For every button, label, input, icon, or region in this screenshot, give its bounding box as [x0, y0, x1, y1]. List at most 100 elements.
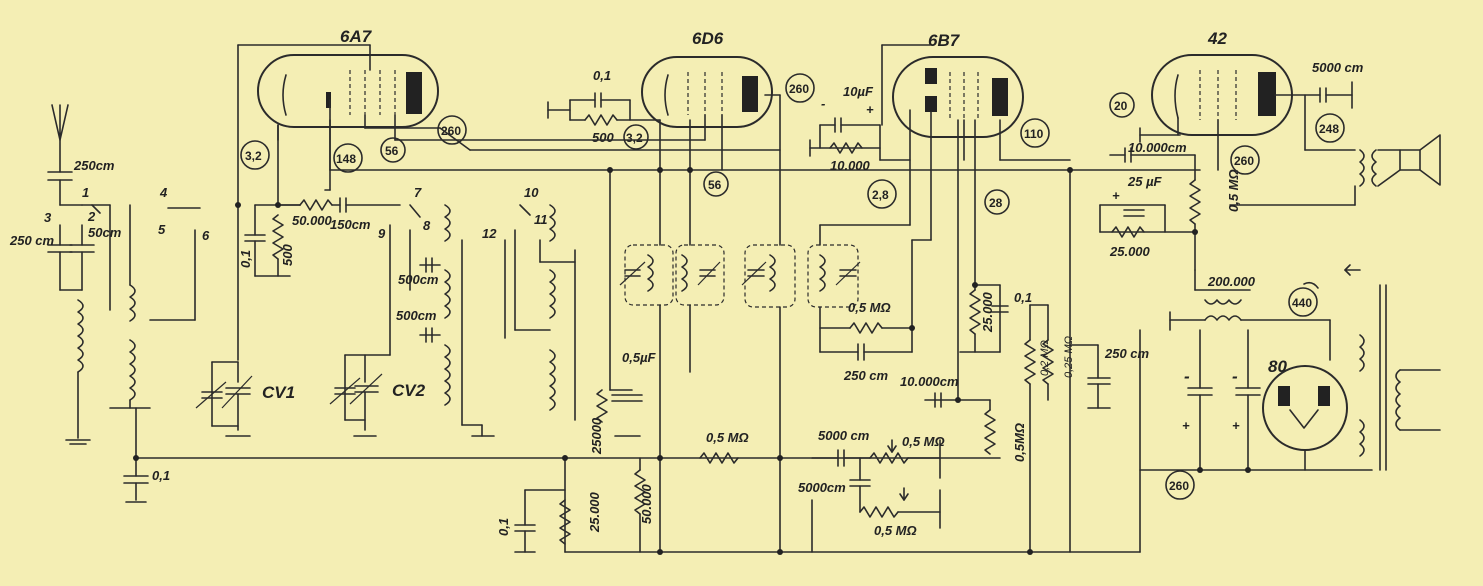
- svg-text:5000cm: 5000cm: [798, 480, 846, 495]
- tube-label-6d6: 6D6: [692, 29, 724, 48]
- svg-text:CV2: CV2: [392, 381, 426, 400]
- avc-resistor: 0,5 MΩ: [699, 430, 749, 464]
- cap-label-250cm-b: 250 cm: [9, 233, 55, 248]
- ground-bus: [135, 329, 1373, 553]
- tube-label-80: 80: [1268, 357, 1287, 376]
- tube-label-6b7: 6B7: [928, 31, 961, 50]
- wire-number-markers: 3,2 148 56 260 3,2 260 56 2,8 28 110 20 …: [240, 73, 1345, 500]
- svg-text:248: 248: [1319, 122, 1339, 136]
- svg-text:250 cm: 250 cm: [843, 368, 889, 383]
- wire-number: 2,8: [867, 179, 897, 209]
- power-supply: - - + +: [1182, 264, 1441, 471]
- 6b7-cathode-network: 10µF - + 10.000: [809, 44, 931, 173]
- tube-80: 80: [1262, 357, 1348, 451]
- svg-text:0,5 MΩ: 0,5 MΩ: [902, 434, 945, 449]
- volume-tone-controls: 5000 cm 5000cm 0,5 MΩ 0,5 MΩ: [798, 428, 945, 553]
- svg-text:10.000cm: 10.000cm: [900, 374, 959, 389]
- 6d6-grid-network: 0,1 500: [547, 68, 661, 145]
- cap-label-250cm: 250cm: [73, 158, 115, 173]
- rf-coils: [504, 204, 576, 421]
- svg-text:0,1: 0,1: [593, 68, 611, 83]
- svg-text:260: 260: [1234, 154, 1254, 168]
- svg-text:3: 3: [44, 210, 52, 225]
- svg-text:250 cm: 250 cm: [1104, 346, 1150, 361]
- wire-number: 56: [703, 171, 729, 197]
- svg-text:500: 500: [280, 244, 295, 266]
- svg-text:25.000: 25.000: [980, 291, 995, 333]
- svg-text:0,2 MΩ: 0,2 MΩ: [1039, 340, 1051, 376]
- osc-grid-network: 50.000 150cm 500 0,1: [237, 44, 401, 361]
- svg-text:25000: 25000: [589, 417, 604, 455]
- svg-text:0,5 MΩ: 0,5 MΩ: [1226, 169, 1241, 212]
- variable-cap-cv2: CV2: [329, 354, 426, 437]
- 6b7-plate-network: 25.000 0,1 10.000cm 0,5MΩ: [900, 119, 1071, 462]
- svg-text:9: 9: [378, 226, 386, 241]
- svg-text:0,5 MΩ: 0,5 MΩ: [848, 300, 891, 315]
- svg-text:10.000cm: 10.000cm: [1128, 140, 1187, 155]
- svg-text:0,5MΩ: 0,5MΩ: [1012, 423, 1027, 462]
- svg-text:0,5µF: 0,5µF: [622, 350, 657, 365]
- svg-text:-: -: [1232, 367, 1238, 386]
- input-coils: 0,1: [109, 204, 196, 503]
- b-plus-bus: [329, 169, 1201, 553]
- variable-cap-cv1: CV1: [195, 361, 295, 437]
- svg-text:0,1: 0,1: [496, 518, 511, 536]
- svg-text:200.000: 200.000: [1207, 274, 1256, 289]
- osc-coils: 500cm 500cm: [389, 204, 495, 437]
- output-stage-network: 5000 cm 10.000cm 0,5 MΩ 25 µF + 25.000: [1099, 60, 1441, 331]
- svg-text:5000 cm: 5000 cm: [818, 428, 870, 443]
- svg-text:6: 6: [202, 228, 210, 243]
- svg-text:+: +: [1112, 188, 1120, 203]
- svg-text:10: 10: [524, 185, 539, 200]
- wire-number: 3,2: [240, 140, 270, 170]
- svg-text:0,1: 0,1: [152, 468, 170, 483]
- svg-text:260: 260: [1169, 479, 1189, 493]
- svg-text:0,1: 0,1: [238, 250, 253, 268]
- svg-text:CV1: CV1: [262, 383, 295, 402]
- if-transformer-1: 0,5µF 25000: [589, 119, 725, 553]
- tube-connections: [277, 111, 1219, 241]
- svg-text:+: +: [1232, 418, 1240, 433]
- speaker-icon: [1419, 134, 1441, 186]
- svg-text:5000 cm: 5000 cm: [1312, 60, 1364, 75]
- svg-text:440: 440: [1292, 296, 1312, 310]
- svg-text:260: 260: [441, 124, 461, 138]
- svg-text:7: 7: [414, 185, 422, 200]
- svg-text:11: 11: [534, 212, 548, 227]
- svg-text:56: 56: [385, 144, 399, 158]
- svg-text:0,1: 0,1: [1014, 290, 1032, 305]
- wire-number: 110: [1020, 118, 1050, 148]
- tube-label-42: 42: [1207, 29, 1227, 48]
- svg-text:+: +: [1182, 418, 1190, 433]
- svg-text:25.000: 25.000: [1109, 244, 1151, 259]
- wire-number: 56: [380, 137, 406, 163]
- svg-text:500: 500: [592, 130, 614, 145]
- svg-text:50.000: 50.000: [639, 483, 654, 524]
- svg-text:0,5 MΩ: 0,5 MΩ: [874, 523, 917, 538]
- svg-text:2: 2: [87, 209, 96, 224]
- wire-number: 260: [785, 73, 815, 103]
- svg-text:28: 28: [989, 196, 1003, 210]
- tube-label-6a7: 6A7: [340, 27, 373, 46]
- wire-number: 440: [1288, 287, 1318, 317]
- svg-text:8: 8: [423, 218, 431, 233]
- svg-text:10.000: 10.000: [830, 158, 871, 173]
- if-transformer-2: [741, 94, 911, 553]
- tube-6a7: 6A7: [257, 27, 439, 128]
- svg-text:260: 260: [789, 82, 809, 96]
- svg-text:500cm: 500cm: [396, 308, 437, 323]
- tube-42: 42: [1151, 29, 1293, 136]
- svg-text:-: -: [1184, 367, 1190, 386]
- bias-network: 0,1 25.000 50.000: [496, 457, 654, 553]
- svg-text:0,5 MΩ: 0,5 MΩ: [706, 430, 749, 445]
- svg-text:0,25 MΩ: 0,25 MΩ: [1063, 336, 1075, 378]
- svg-text:20: 20: [1114, 99, 1128, 113]
- wire-number: 260: [1230, 145, 1260, 175]
- svg-text:1: 1: [82, 185, 89, 200]
- antenna-section: 250cm 250 cm 50cm: [9, 104, 122, 445]
- screen-dropping-resistors: 0,2 MΩ 0,25 MΩ 250 cm: [1024, 304, 1150, 553]
- svg-text:3,2: 3,2: [626, 131, 643, 145]
- svg-text:110: 110: [1024, 127, 1044, 141]
- junction-dots: [133, 167, 1251, 555]
